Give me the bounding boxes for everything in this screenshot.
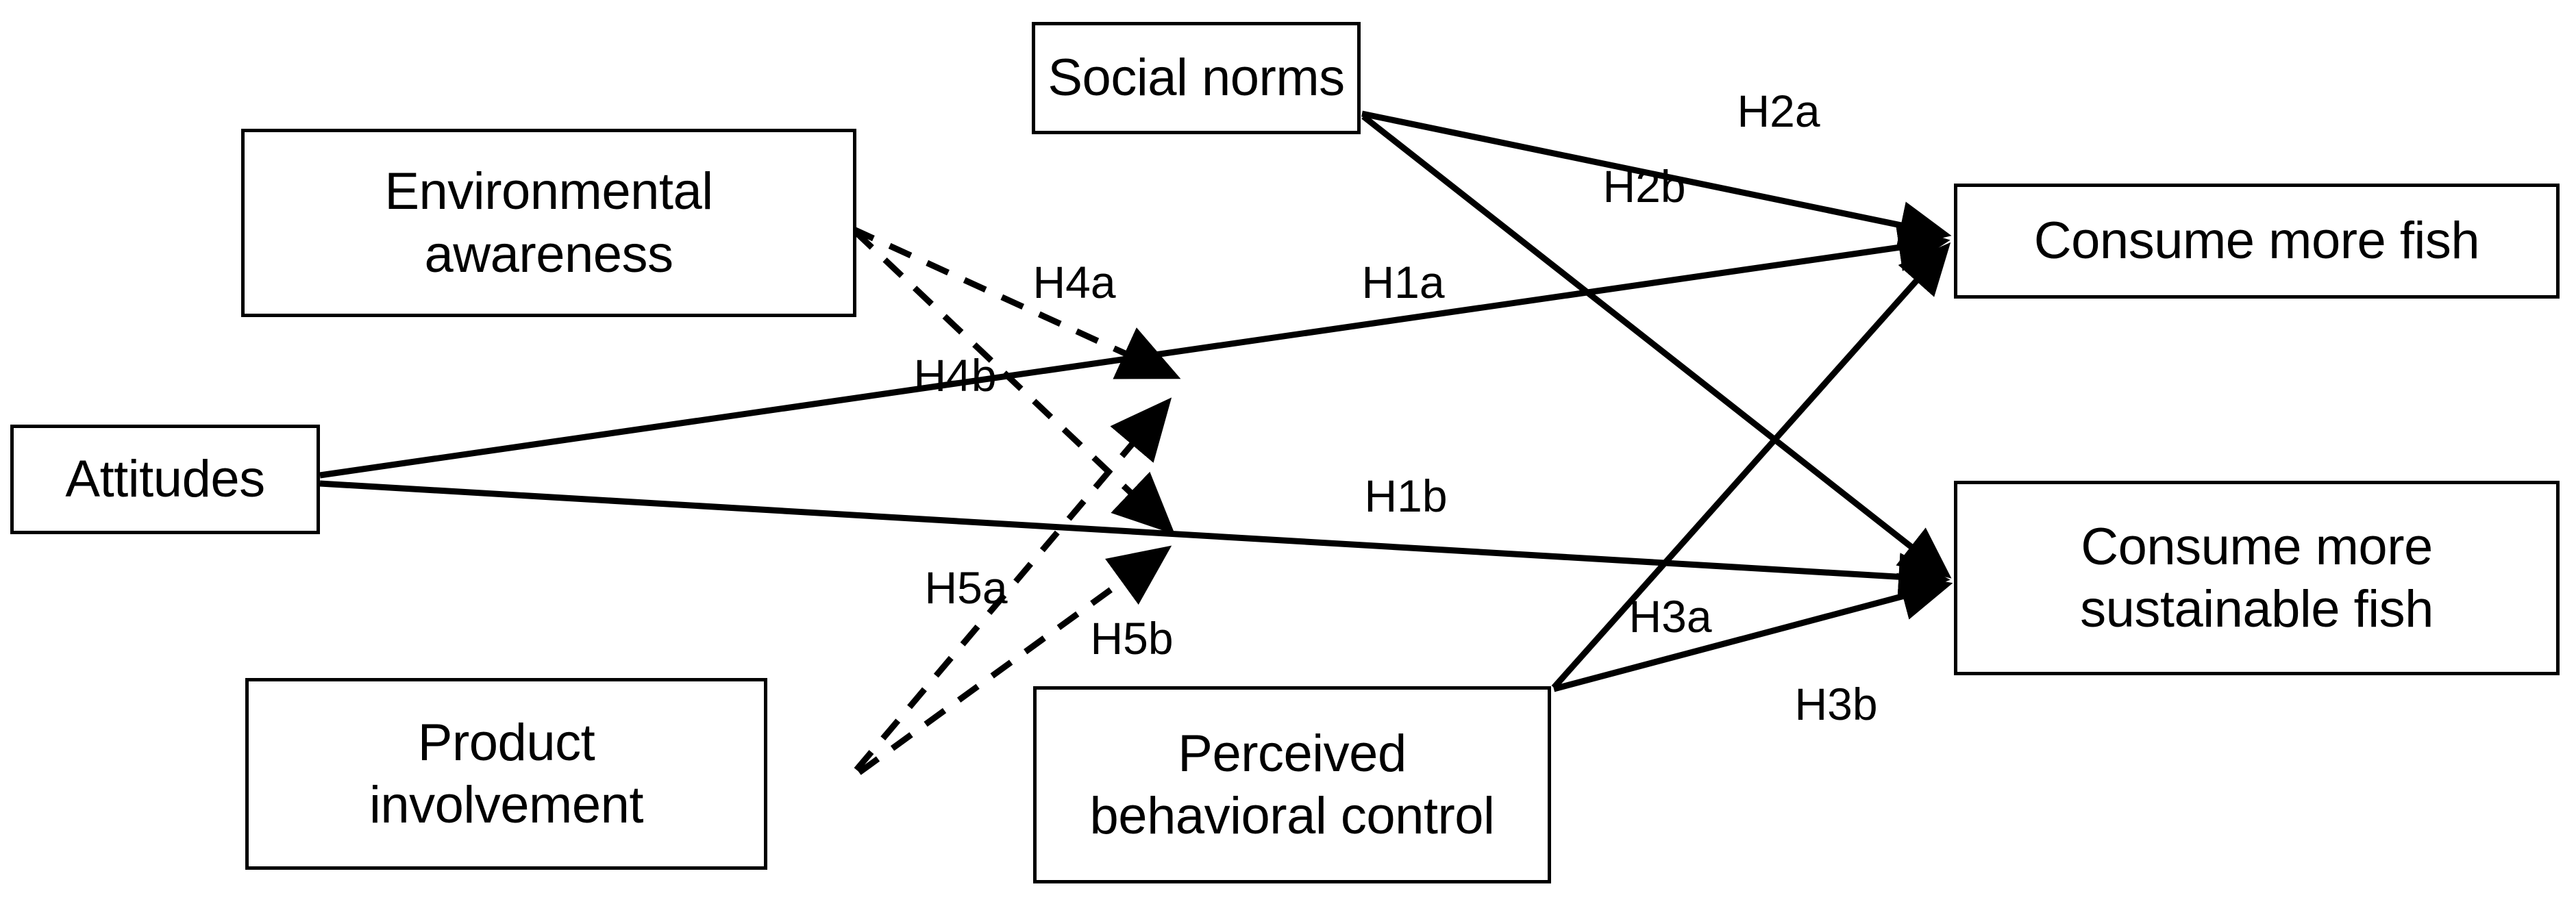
edge-label-h5b: H5b (1090, 613, 1174, 664)
edge-label-h5a: H5a (924, 562, 1008, 613)
edge-label-h3a: H3a (1628, 591, 1712, 642)
node-product-involvement[interactable]: Product involvement (245, 678, 767, 870)
edge-h4b (852, 229, 1176, 535)
node-label: Attitudes (65, 450, 265, 509)
edge-label-h1b: H1b (1364, 470, 1448, 521)
edge-h2a (1361, 110, 1952, 249)
node-label: Product involvement (369, 713, 644, 834)
edge-h3b (1552, 573, 1953, 692)
edge-label-h2b: H2b (1602, 161, 1686, 212)
edge-label-h4b: H4b (913, 350, 997, 401)
edge-label-h2a: H2a (1737, 86, 1820, 136)
edge-h1b (319, 480, 1950, 601)
node-environmental-awareness[interactable]: Environmental awareness (241, 129, 856, 317)
node-consume-more-sustainable-fish[interactable]: Consume more sustainable fish (1954, 481, 2560, 675)
edge-label-h4a: H4a (1032, 257, 1116, 307)
node-label: Perceived behavioral control (1089, 724, 1495, 845)
node-label: Consume more fish (2033, 212, 2480, 271)
edge-label-h1a: H1a (1361, 257, 1445, 307)
node-label: Consume more sustainable fish (2080, 517, 2433, 638)
edge-h3a (1551, 242, 1951, 690)
edge-h4a (851, 225, 1181, 379)
node-attitudes[interactable]: Attitudes (10, 425, 320, 534)
node-label: Social norms (1048, 49, 1345, 108)
edge-h5b (857, 545, 1172, 775)
edge-h2b (1361, 114, 1952, 579)
edge-label-h3b: H3b (1794, 679, 1878, 729)
node-social-norms[interactable]: Social norms (1032, 22, 1361, 134)
node-label: Environmental awareness (384, 162, 713, 284)
node-consume-more-fish[interactable]: Consume more fish (1954, 184, 2560, 299)
node-perceived-behavioral-control[interactable]: Perceived behavioral control (1033, 686, 1551, 883)
